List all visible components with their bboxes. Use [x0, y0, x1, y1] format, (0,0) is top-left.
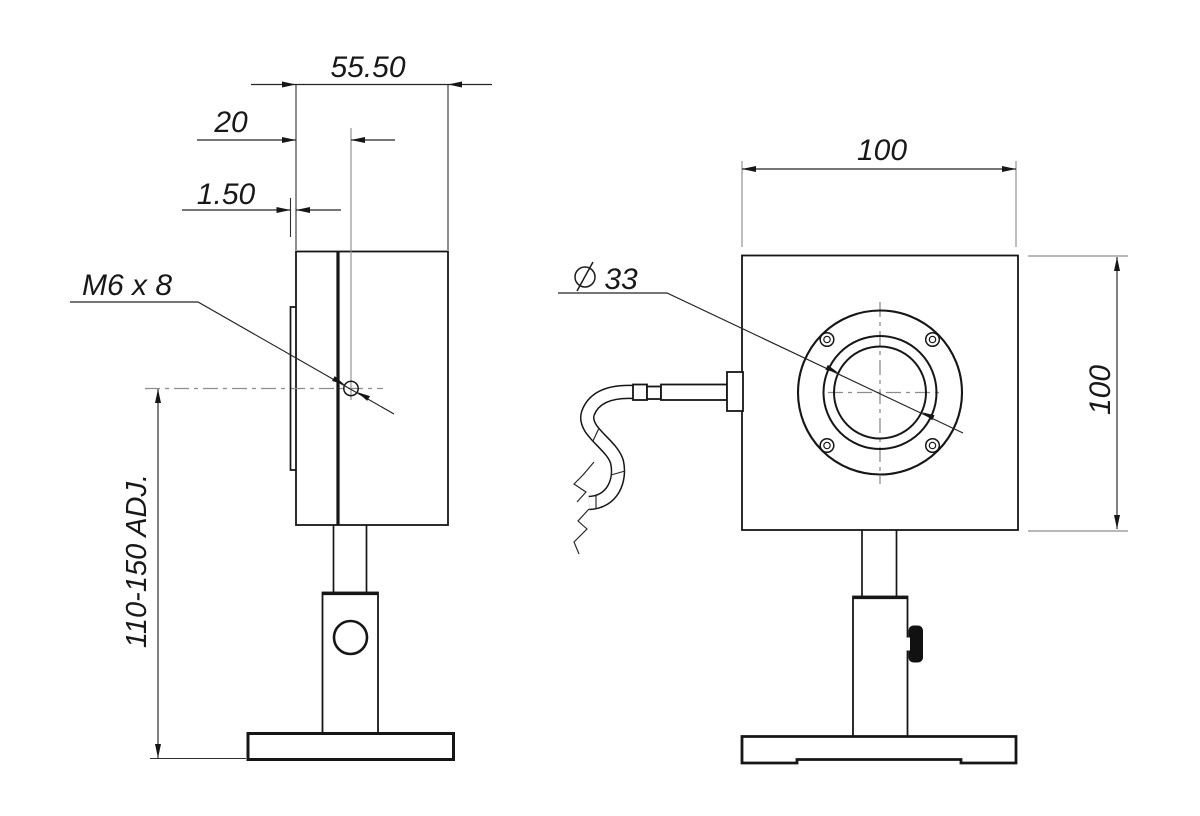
cable-fill — [581, 386, 636, 509]
dim-height-adjust-text: 110-150 ADJ. — [121, 474, 153, 648]
base-plate-side — [246, 732, 455, 761]
dim-arrow-icon — [296, 207, 310, 213]
dim-height: 100 — [1028, 255, 1128, 532]
connector-flange — [726, 371, 744, 412]
post-clamp-front — [852, 595, 909, 738]
flange-screw-hole — [924, 331, 941, 348]
dim-arrow-icon — [282, 81, 296, 88]
dim-arrow-icon — [1114, 257, 1120, 271]
dim-width-text: 100 — [857, 134, 907, 167]
leader-arrow-icon — [921, 412, 935, 421]
connector-strain-relief — [632, 383, 648, 401]
aperture-circle — [833, 345, 927, 440]
connector-collar — [646, 385, 662, 400]
connector-barrel — [660, 383, 728, 401]
dim-arrow-icon — [282, 137, 296, 143]
clamp-knob-body — [908, 625, 923, 663]
flange-screw-hole — [819, 331, 835, 348]
dim-arrow-icon — [155, 389, 161, 403]
diameter-symbol-icon — [574, 261, 596, 292]
dim-hole-offset: 20 — [197, 106, 395, 143]
dim-hole-offset-text: 20 — [213, 106, 248, 139]
clamp-knob-hole — [332, 619, 369, 656]
clamp-knob — [903, 625, 923, 663]
dim-arrow-icon — [351, 137, 365, 143]
flange-screw-hole-inner — [928, 441, 937, 450]
cable-break-mark — [573, 461, 595, 503]
dim-arrow-icon — [1114, 515, 1120, 529]
dim-plate-thickness-text: 1.50 — [197, 178, 256, 211]
flange-screw-hole-inner — [928, 335, 937, 344]
dim-plate-thickness: 1.50 — [182, 178, 341, 237]
aperture-diameter-text: 33 — [604, 263, 638, 296]
front-view: 33 — [558, 254, 1019, 765]
dim-arrow-icon — [1002, 166, 1016, 172]
flange-screw-hole-inner — [823, 441, 831, 450]
absorber-plate — [289, 306, 296, 471]
flange-outer-circle — [796, 309, 964, 476]
cable — [573, 384, 636, 555]
thread-leader-line — [70, 301, 395, 415]
thread-callout-label: M6 x 8 — [82, 269, 172, 302]
dim-height-text: 100 — [1084, 365, 1117, 415]
flange-screw-hole — [819, 437, 835, 454]
dim-height-adjust: 110-150 ADJ. — [121, 389, 246, 760]
thread-leader: M6 x 8 — [70, 269, 395, 415]
flange-screw-hole-inner — [823, 335, 831, 344]
side-view: M6 x 8 — [70, 128, 455, 761]
flange-screw-hole — [924, 437, 941, 454]
dim-width: 100 — [741, 134, 1017, 247]
front-view-dimensions: 100 100 — [741, 134, 1128, 532]
cable-segment-tick — [592, 427, 600, 442]
aperture-leader: 33 — [558, 261, 964, 434]
aperture-leader-line — [558, 292, 964, 434]
leader-arrow-icon — [332, 376, 345, 385]
dim-overall-depth: 55.50 — [251, 51, 492, 250]
dim-arrow-icon — [155, 744, 161, 758]
leader-arrow-icon — [357, 392, 370, 401]
cable-segment-tick — [610, 470, 626, 476]
cable-connector — [632, 371, 744, 412]
cable-break-mark — [573, 508, 590, 555]
dim-arrow-icon — [742, 166, 756, 172]
dim-arrow-icon — [276, 207, 291, 213]
side-view-dimensions: 55.50 20 1.50 110-150 ADJ. — [121, 51, 492, 760]
flange-ring-circle — [822, 335, 938, 450]
leader-arrow-icon — [825, 364, 839, 373]
dim-overall-depth-text: 55.50 — [330, 51, 405, 84]
base-plate-front — [740, 735, 1018, 765]
clamp-knob-notch — [903, 637, 910, 651]
dim-arrow-icon — [448, 81, 462, 88]
m6-mounting-hole — [343, 380, 359, 397]
flange-screw-holes — [819, 331, 941, 454]
post-clamp-side — [321, 591, 379, 735]
